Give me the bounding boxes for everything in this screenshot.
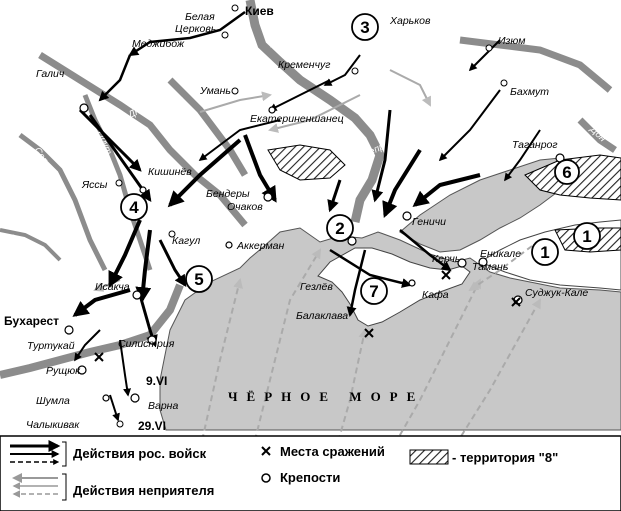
svg-text:Яссы: Яссы	[81, 179, 108, 191]
svg-text:1: 1	[540, 243, 549, 262]
legend-fortress-mark	[261, 473, 271, 483]
svg-text:Керчь: Керчь	[432, 253, 460, 265]
svg-text:Геничи: Геничи	[412, 216, 446, 228]
svg-text:Гезлёв: Гезлёв	[300, 281, 333, 293]
svg-text:Бендеры: Бендеры	[206, 188, 250, 200]
russian-arrows	[72, 10, 541, 422]
svg-text:Харьков: Харьков	[389, 15, 431, 27]
sea-label: ЧЁРНОЕ МОРЕ	[228, 389, 424, 404]
svg-text:1: 1	[582, 227, 591, 246]
legend-territory-swatch	[409, 449, 449, 465]
svg-text:Галич: Галич	[36, 68, 65, 80]
svg-text:6: 6	[562, 163, 571, 182]
svg-text:Чалыкивак: Чалыкивак	[26, 419, 80, 431]
svg-text:Олт: Олт	[7, 232, 30, 248]
fortress-markers	[64, 103, 565, 403]
svg-text:5: 5	[194, 270, 203, 289]
svg-text:Кишинёв: Кишинёв	[148, 166, 192, 178]
svg-text:Варна: Варна	[148, 400, 178, 412]
numbered-markers	[120, 13, 601, 305]
svg-text:Дунай: Дунай	[16, 369, 47, 385]
svg-text:Силистрия: Силистрия	[118, 338, 175, 350]
legend-fortresses: Крепости	[280, 470, 340, 485]
rivers	[0, 0, 617, 379]
date-labels: 9.VI 29.VI	[138, 374, 167, 433]
svg-text:Шумла: Шумла	[36, 395, 70, 407]
svg-text:3: 3	[360, 18, 369, 37]
legend-territory: - территория "8"	[452, 450, 558, 465]
legend-enemy: Действия неприятеля	[73, 483, 214, 498]
svg-text:Очаков: Очаков	[227, 201, 263, 213]
svg-text:Кременчуг: Кременчуг	[278, 59, 330, 71]
city-dots	[115, 4, 508, 428]
svg-text:Изюм: Изюм	[498, 35, 526, 47]
svg-text:Меджибож: Меджибож	[132, 38, 185, 50]
svg-text:Киев: Киев	[245, 4, 274, 18]
legend-battle-mark	[261, 446, 271, 456]
svg-text:Аккерман: Аккерман	[236, 240, 285, 252]
svg-text:Таганрог: Таганрог	[512, 139, 558, 151]
black-sea	[159, 227, 621, 431]
territory-8-north-crimea	[267, 144, 346, 181]
svg-text:Екатериненшанец: Екатериненшанец	[250, 113, 344, 125]
svg-text:Еникале: Еникале	[480, 248, 521, 260]
svg-text:Белая: Белая	[185, 11, 215, 23]
svg-text:4: 4	[129, 198, 139, 217]
legend-enemy-arrows	[12, 473, 67, 501]
legend-battles: Места сражений	[280, 444, 385, 459]
city-labels: Киев Белая Церковь Меджибож Галич Умань …	[4, 4, 588, 431]
svg-text:9.VI: 9.VI	[146, 374, 167, 388]
legend: Действия рос. войск Места сражений Крепо…	[0, 435, 621, 511]
svg-text:29.VI: 29.VI	[138, 419, 166, 433]
svg-text:Тамань: Тамань	[472, 261, 508, 273]
svg-text:Исакча: Исакча	[95, 281, 130, 293]
svg-text:2: 2	[335, 219, 344, 238]
legend-own-arrows	[10, 440, 67, 467]
svg-text:Суджук-Кале: Суджук-Кале	[525, 287, 588, 299]
svg-text:Церковь: Церковь	[175, 23, 216, 35]
svg-text:7: 7	[369, 282, 378, 301]
svg-text:Балаклава: Балаклава	[296, 310, 348, 322]
svg-text:Кагул: Кагул	[172, 235, 200, 247]
numbered-marker-labels: 1 1 2 3 4 5 6 7	[129, 18, 591, 301]
svg-text:Бухарест: Бухарест	[4, 314, 59, 328]
svg-text:Бахмут: Бахмут	[510, 86, 549, 98]
svg-text:Умань: Умань	[199, 85, 231, 97]
legend-own-troops: Действия рос. войск	[73, 446, 207, 461]
svg-text:Туртукай: Туртукай	[27, 340, 75, 352]
svg-text:Кафа: Кафа	[422, 289, 449, 301]
svg-text:Рущюк: Рущюк	[46, 365, 81, 377]
